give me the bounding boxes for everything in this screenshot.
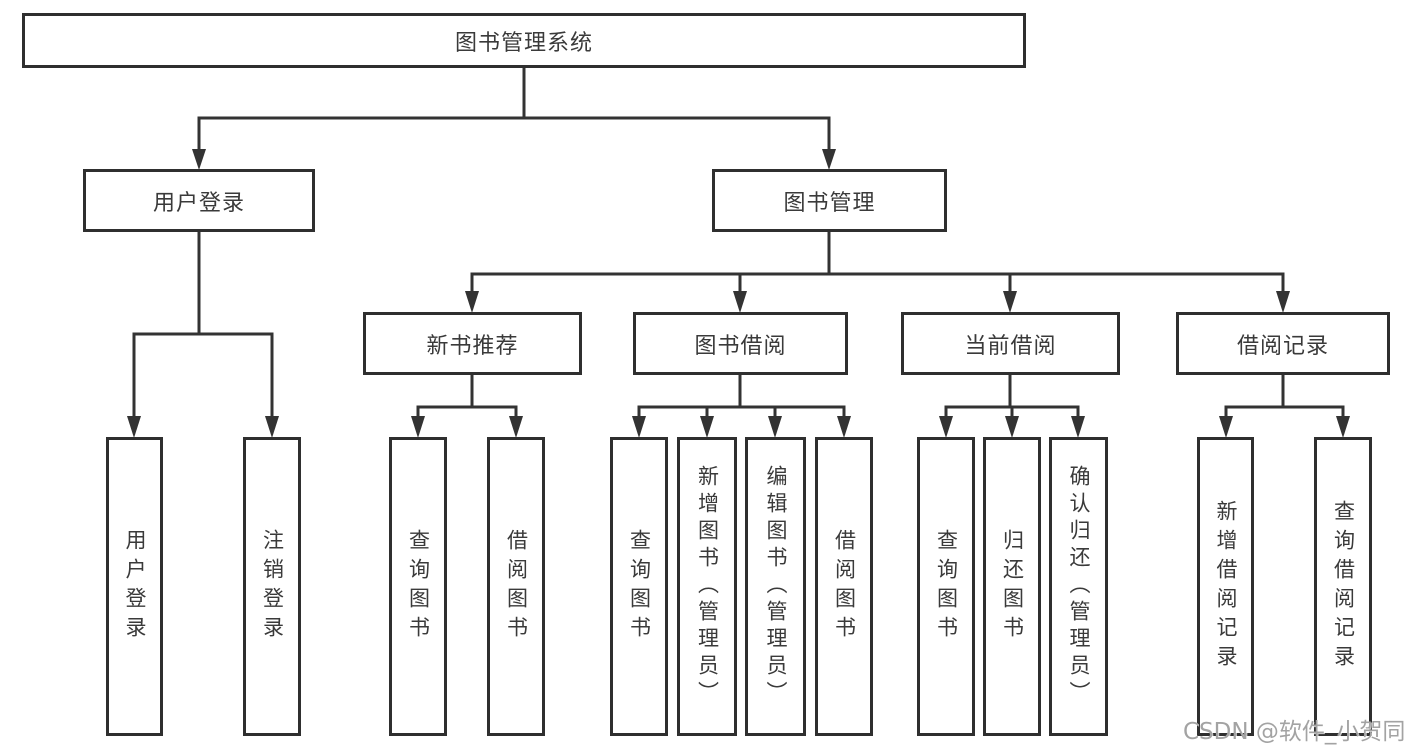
leaf-return-books: 归还图书: [983, 437, 1041, 736]
node-borrow-records: 借阅记录: [1176, 312, 1390, 375]
node-label: 图书管理: [783, 190, 876, 216]
node-label: 用户登录: [152, 190, 245, 216]
node-book-management: 图书管理: [712, 169, 947, 232]
leaf-label: 新增借阅记录: [1214, 499, 1238, 674]
node-label: 借阅记录: [1236, 333, 1329, 359]
leaf-query-books-borrow: 查询图书: [610, 437, 668, 736]
leaf-add-books-admin: 新增图书（管理员）: [677, 437, 737, 736]
node-book-borrow: 图书借阅: [633, 312, 848, 375]
watermark: CSDN @软件_小贺同学: [1183, 719, 1405, 745]
node-new-book-recommend: 新书推荐: [363, 312, 582, 375]
leaf-label: 用户登录: [123, 528, 147, 645]
leaf-query-books-recommend: 查询图书: [389, 437, 447, 736]
node-user-login: 用户登录: [83, 169, 315, 232]
node-label: 新书推荐: [426, 333, 519, 359]
node-label: 图书管理系统: [454, 30, 593, 56]
leaf-label: 查询图书: [627, 528, 652, 645]
leaf-label: 编辑图书（管理员）: [764, 465, 788, 708]
node-current-borrow: 当前借阅: [901, 312, 1120, 375]
leaf-borrow-books-recommend: 借阅图书: [487, 437, 545, 736]
leaf-label: 新增图书（管理员）: [695, 465, 720, 708]
leaf-label: 查询图书: [934, 528, 959, 645]
node-label: 当前借阅: [964, 333, 1057, 359]
leaf-add-borrow-record: 新增借阅记录: [1197, 437, 1254, 736]
leaf-borrow-books: 借阅图书: [815, 437, 873, 736]
leaf-confirm-return-admin: 确认归还（管理员）: [1049, 437, 1108, 736]
leaf-label: 借阅图书: [504, 528, 529, 645]
leaf-label: 注销登录: [260, 528, 285, 645]
leaf-label: 查询借阅记录: [1331, 499, 1356, 674]
leaf-logout: 注销登录: [243, 437, 301, 736]
leaf-edit-books-admin: 编辑图书（管理员）: [745, 437, 806, 736]
leaf-label: 借阅图书: [832, 528, 857, 645]
node-label: 图书借阅: [694, 333, 787, 359]
leaf-user-login: 用户登录: [106, 437, 163, 736]
leaf-query-borrow-record: 查询借阅记录: [1314, 437, 1372, 736]
node-library-management-system: 图书管理系统: [22, 13, 1026, 68]
leaf-label: 查询图书: [406, 528, 431, 645]
leaf-label: 确认归还（管理员）: [1067, 465, 1091, 708]
leaf-query-books-current: 查询图书: [917, 437, 975, 736]
leaf-label: 归还图书: [1000, 528, 1025, 645]
